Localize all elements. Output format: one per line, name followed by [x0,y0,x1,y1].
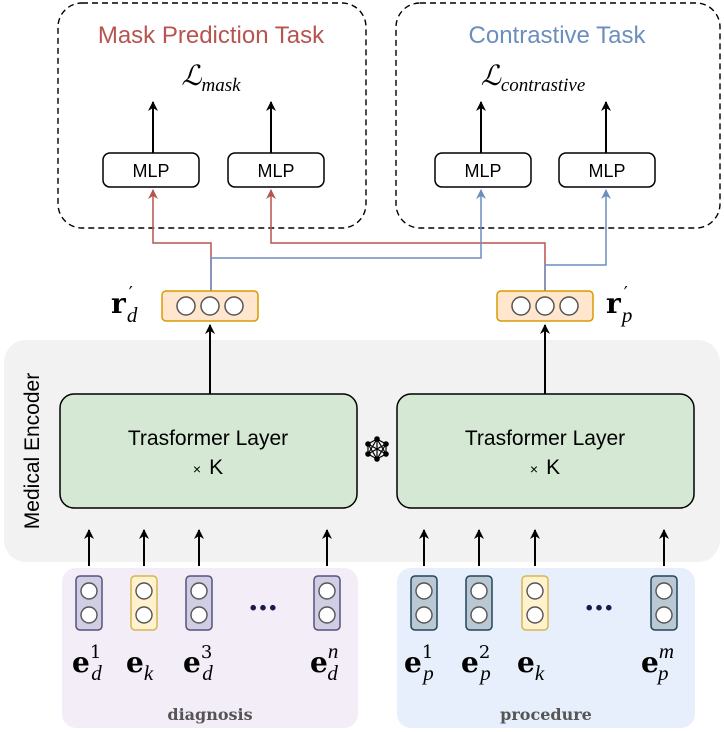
diagnosis-group-label: diagnosis [167,705,252,724]
medical-encoder-label: Medical Encoder [21,373,44,529]
diagnosis-ellipsis: … [248,583,278,618]
contrastive-loss-label: ℒcontrastive [481,61,586,96]
contrastive-route-left [210,189,486,291]
transformer-layer-title: Trasformer Layer [465,427,625,450]
mask-loss-label: ℒmask [181,61,241,96]
contrastive-task-box [395,2,721,229]
contrastive-route-right [544,189,611,291]
mask-route-left [148,189,212,291]
diagnosis-representation-vector [161,290,259,322]
diagnosis-representation-label: r′d [111,283,138,327]
contrastive-task-title: Contrastive Task [469,22,647,49]
mask-route-right [266,189,546,291]
diagnosis-token-1 [75,575,103,631]
mlp-box: MLP [434,152,532,188]
transformer-layer-left: Trasformer Layer ×K [59,393,358,509]
procedure-token-2 [465,575,493,631]
procedure-token-k [521,575,549,631]
diagnosis-token-3 [185,575,213,631]
procedure-representation-label: r′p [606,283,632,327]
diagnosis-token-n [313,575,341,631]
mlp-box: MLP [102,152,200,188]
procedure-token-m [650,575,678,631]
mlp-label: MLP [588,161,625,181]
procedure-group-label: procedure [500,705,592,724]
mlp-box: MLP [558,152,656,188]
diagnosis-token-k [130,575,158,631]
mlp-label: MLP [464,161,501,181]
mask-task-title: Mask Prediction Task [98,22,325,49]
transformer-layer-right: Trasformer Layer ×K [396,393,695,509]
mlp-box: MLP [227,152,325,188]
mlp-label: MLP [257,161,294,181]
procedure-token-1 [410,575,438,631]
transformer-layer-repeat: ×K [193,456,223,479]
procedure-representation-vector [496,290,594,322]
transformer-layer-title: Trasformer Layer [128,427,288,450]
procedure-ellipsis: … [584,583,614,618]
transformer-layer-repeat: ×K [530,456,560,479]
mlp-label: MLP [132,161,169,181]
diagnosis-token-label-k: ek [126,646,154,685]
shared-parameters-icon [365,436,389,462]
mask-task-box [57,2,367,229]
procedure-token-label-k: ek [517,646,545,685]
